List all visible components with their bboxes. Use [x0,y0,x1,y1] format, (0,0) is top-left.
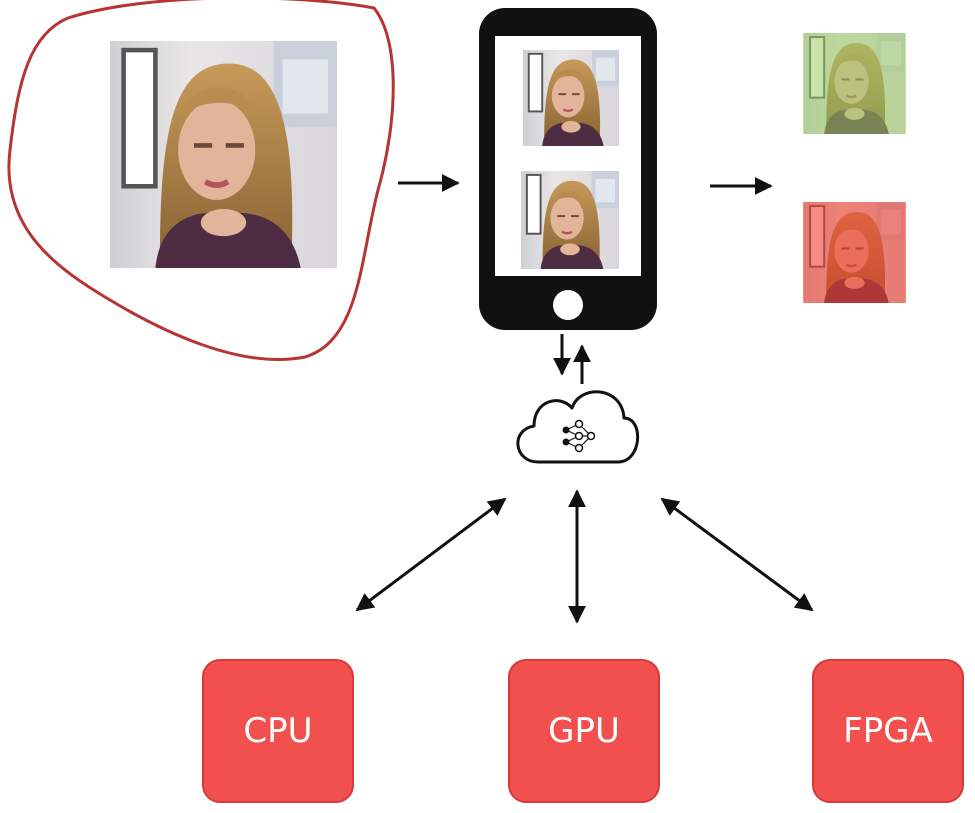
arrow-cloud-fpga [660,497,814,612]
phone-frame-face-1 [523,50,619,146]
smartphone-icon [479,8,657,330]
cpu-box: CPU [202,659,354,803]
result-fake [803,202,906,303]
cpu-label: CPU [243,711,313,751]
input-blob-outline [7,0,395,362]
phone-frame-face-2 [521,171,619,269]
arrow-cloud-cpu [355,497,507,612]
gpu-box: GPU [508,659,660,803]
input-face-image [110,41,337,268]
gpu-label: GPU [548,711,620,751]
cloud-neural-network-icon [516,390,639,464]
fpga-box: FPGA [812,659,964,803]
result-real [803,33,906,134]
fpga-label: FPGA [843,711,933,751]
